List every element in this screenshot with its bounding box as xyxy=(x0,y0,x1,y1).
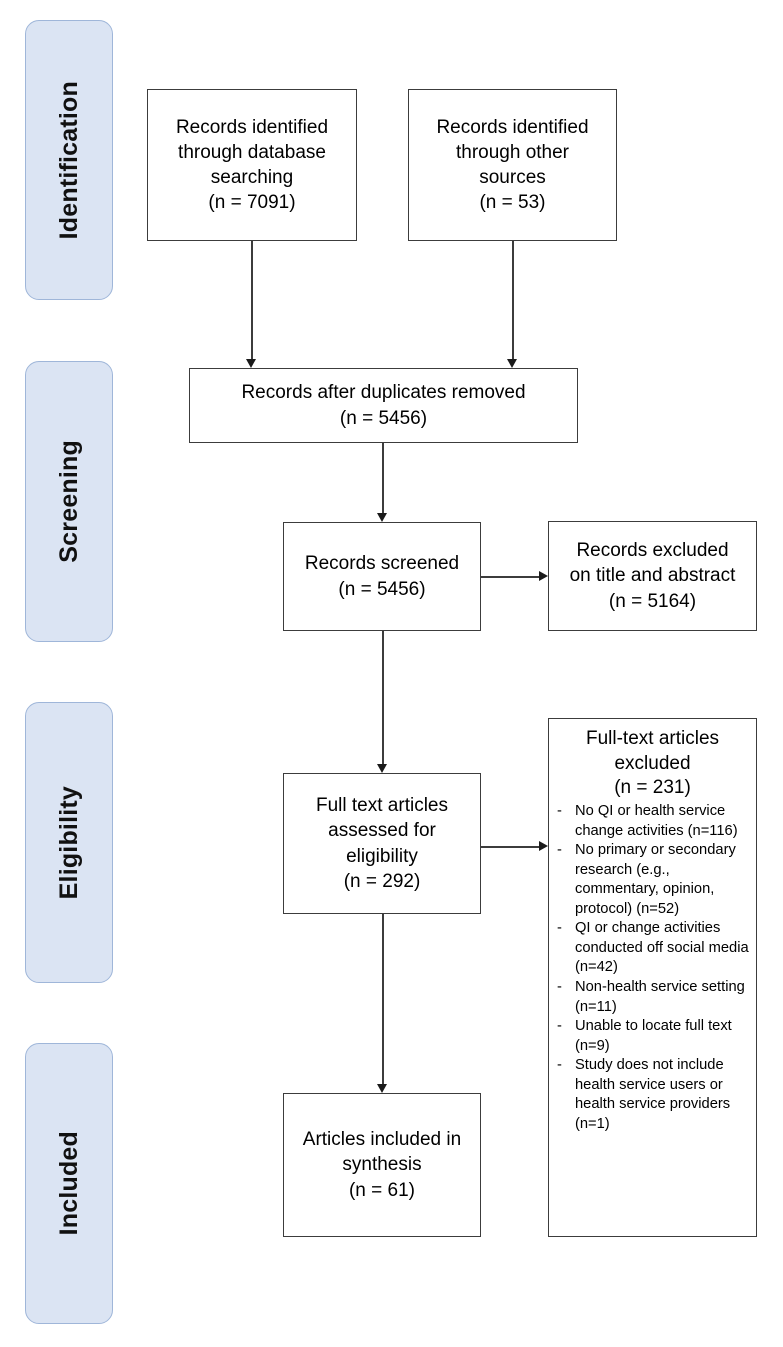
box-line: (n = 5456) xyxy=(339,407,428,429)
connector-other-to-duplicates xyxy=(512,241,514,359)
stage-pill-screening: Screening xyxy=(25,361,113,642)
box-line: searching xyxy=(210,167,294,188)
connector-database-to-duplicates xyxy=(251,241,253,359)
box-line: excluded xyxy=(614,752,691,774)
fulltext-excluded-heading: Full-text articles excluded (n = 231) xyxy=(555,727,750,801)
arrowhead-screened-to-excluded xyxy=(539,571,548,582)
box-line: (n = 5164) xyxy=(608,590,697,612)
list-item: - QI or change activities conducted off … xyxy=(555,919,750,978)
stage-pill-included: Included xyxy=(25,1043,113,1324)
stage-label-screening: Screening xyxy=(54,440,83,563)
dash-bullet: - xyxy=(557,803,562,820)
dash-bullet: - xyxy=(557,1057,562,1074)
box-records-identified-other: Records identified through other sources… xyxy=(408,89,617,241)
stage-pill-identification: Identification xyxy=(25,20,113,300)
stage-pill-eligibility: Eligibility xyxy=(25,702,113,983)
reason-text: No primary or secondary research (e.g., … xyxy=(575,842,736,917)
box-line: assessed for xyxy=(328,820,436,842)
list-item: - Study does not include health service … xyxy=(555,1056,750,1134)
dash-bullet: - xyxy=(557,842,562,859)
box-records-identified-database: Records identified through database sear… xyxy=(147,89,357,241)
box-line: (n = 292) xyxy=(343,870,421,892)
fulltext-exclusion-reason-list: - No QI or health service change activit… xyxy=(555,802,750,1134)
connector-screened-to-fulltext xyxy=(382,631,384,764)
stage-label-identification: Identification xyxy=(54,80,83,240)
box-line: (n = 231) xyxy=(614,777,691,799)
list-item: - Unable to locate full text (n=9) xyxy=(555,1017,750,1056)
arrowhead-duplicates-to-screened xyxy=(377,513,388,522)
box-line: (n = 61) xyxy=(348,1179,415,1201)
box-line: Articles included in xyxy=(302,1129,462,1151)
box-line: Full text articles xyxy=(316,795,448,817)
list-item: - No primary or secondary research (e.g.… xyxy=(555,841,750,919)
arrowhead-fulltext-to-included xyxy=(377,1084,388,1093)
box-fulltext-assessed-for-eligibility: Full text articles assessed for eligibil… xyxy=(283,773,481,914)
connector-duplicates-to-screened xyxy=(382,443,384,513)
arrowhead-other-to-duplicates xyxy=(507,359,518,368)
reason-text: No QI or health service change activitie… xyxy=(575,803,738,839)
dash-bullet: - xyxy=(557,920,562,937)
stage-label-included: Included xyxy=(54,1131,83,1236)
arrowhead-database-to-duplicates xyxy=(246,359,257,368)
box-records-excluded: Records excluded on title and abstract (… xyxy=(548,521,757,631)
box-records-screened: Records screened (n = 5456) xyxy=(283,522,481,631)
box-line: Records excluded xyxy=(576,540,729,562)
list-item: - No QI or health service change activit… xyxy=(555,802,750,841)
box-line: eligibility xyxy=(346,845,418,867)
connector-fulltext-to-included xyxy=(382,914,384,1084)
reason-text: QI or change activities conducted off so… xyxy=(575,920,749,976)
list-item: - Non-health service setting (n=11) xyxy=(555,978,750,1017)
arrowhead-fulltext-to-fulltext-excluded xyxy=(539,841,548,852)
box-line: Full-text articles xyxy=(585,728,720,749)
box-line: through database xyxy=(178,141,326,163)
box-line: Records identified xyxy=(436,116,589,138)
reason-text: Unable to locate full text (n=9) xyxy=(575,1018,732,1054)
box-line: on title and abstract xyxy=(569,565,736,587)
box-line: (n = 5456) xyxy=(338,578,426,600)
dash-bullet: - xyxy=(557,978,562,995)
box-line: sources xyxy=(479,167,546,188)
box-records-after-duplicates-removed: Records after duplicates removed (n = 54… xyxy=(189,368,578,443)
box-line: Records after duplicates removed xyxy=(241,382,526,404)
box-line: (n = 53) xyxy=(479,192,546,214)
stage-label-eligibility: Eligibility xyxy=(54,785,83,900)
box-line: through other xyxy=(455,141,570,163)
box-articles-included-in-synthesis: Articles included in synthesis (n = 61) xyxy=(283,1093,481,1237)
box-fulltext-articles-excluded: Full-text articles excluded (n = 231) - … xyxy=(548,718,757,1237)
reason-text: Non-health service setting (n=11) xyxy=(575,978,745,1015)
box-line: Records identified xyxy=(175,116,329,138)
box-line: (n = 7091) xyxy=(208,192,296,214)
connector-fulltext-to-fulltext-excluded xyxy=(481,846,539,848)
box-line: Records screened xyxy=(304,553,460,575)
connector-screened-to-excluded xyxy=(481,576,539,578)
arrowhead-screened-to-fulltext xyxy=(377,764,388,773)
dash-bullet: - xyxy=(557,1018,562,1035)
reason-text: Study does not include health service us… xyxy=(575,1057,731,1132)
box-line: synthesis xyxy=(342,1154,422,1176)
